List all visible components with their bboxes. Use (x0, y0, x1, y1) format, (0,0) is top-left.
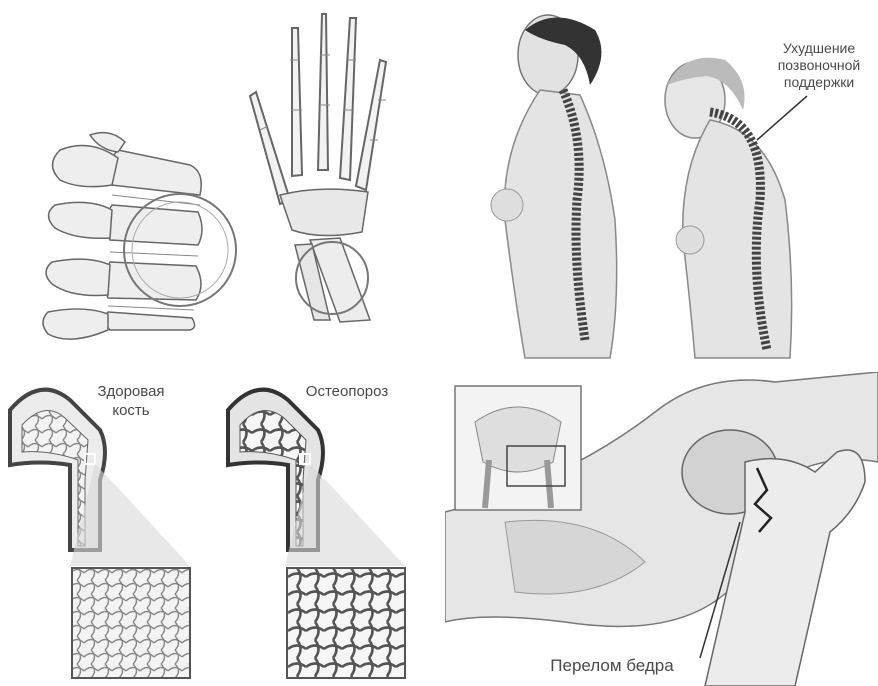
spine-posture-panel: Ухудшение позвоночной поддержки (445, 0, 878, 360)
pelvis-hip-fracture-illustration (445, 372, 878, 686)
healthy-bone-label: Здоровая кость (86, 382, 176, 420)
healthy-bone-line-2: кость (86, 401, 176, 420)
hand-skeleton-illustration (0, 0, 440, 360)
spine-support-line-3: поддержки (763, 74, 875, 91)
healthy-bone-line-1: Здоровая (86, 382, 176, 401)
osteoporosis-label: Остеопороз (292, 382, 402, 401)
hip-fracture-label: Перелом бедра (517, 656, 707, 676)
spine-support-line-1: Ухудшение (763, 40, 875, 57)
femur-cross-section-illustration (0, 370, 440, 686)
spine-support-line-2: позвоночной (763, 57, 875, 74)
spine-support-label: Ухудшение позвоночной поддержки (763, 40, 875, 91)
vertebrae-hand-panel (0, 0, 440, 360)
bone-density-panel: Здоровая кость Остеопороз (0, 370, 440, 686)
hip-fracture-panel: Перелом бедра (445, 372, 878, 686)
